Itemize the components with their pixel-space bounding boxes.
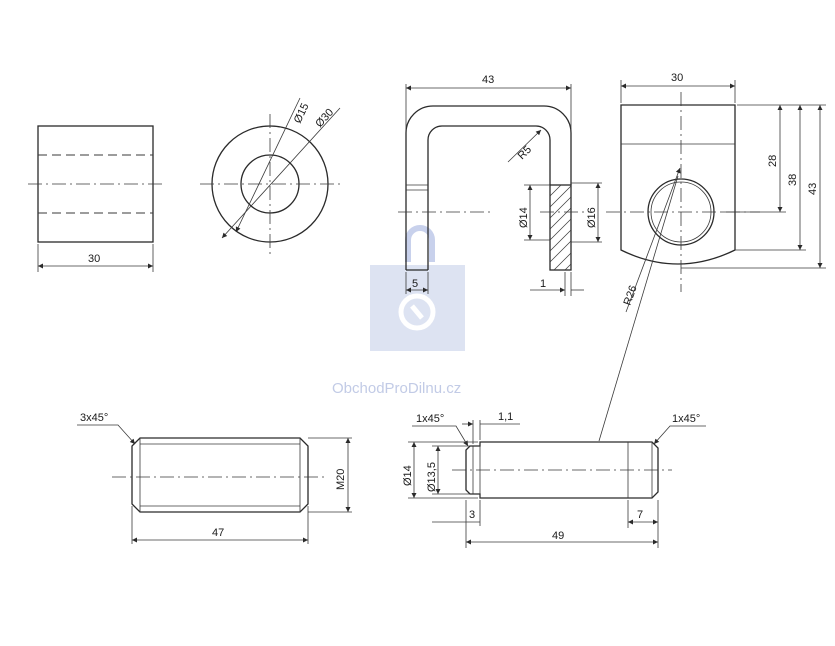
wrench-bag-icon [370, 225, 465, 351]
bracket-arc-height-label: 38 [787, 174, 799, 186]
bracket-width-label: 30 [671, 72, 683, 84]
ubolt-width-label: 43 [482, 74, 494, 86]
bracket-radius-label: R26 [622, 284, 640, 307]
pin-right-chamfer-label: 1x45° [672, 413, 700, 425]
pin-groove-width-label: 1,1 [498, 411, 513, 423]
ubolt-offset-label: 5 [412, 278, 418, 290]
spacer-outer-diameter-label: Ø30 [313, 107, 336, 130]
threaded-pin-chamfer-label: 3x45° [80, 412, 108, 424]
watermark-text: ObchodProDilnu.cz [332, 380, 461, 397]
ubolt-hole-diameter-label: Ø16 [586, 207, 598, 228]
pin-length-label: 49 [552, 530, 564, 542]
ubolt-thickness-label: 1 [540, 278, 546, 290]
bracket-hole-height-label: 28 [767, 155, 779, 167]
spacer-front-view: Ø15 Ø30 [200, 97, 341, 254]
threaded-pin-length-label: 47 [212, 527, 224, 539]
threaded-pin-view: 3x45° 47 M20 [77, 412, 352, 544]
bracket-height-label: 43 [807, 183, 819, 195]
pin-diameter-label: Ø14 [402, 465, 414, 486]
detail-leader-line [598, 175, 679, 442]
watermark: ObchodProDilnu.cz [332, 225, 465, 397]
spacer-length-label: 30 [88, 253, 100, 265]
spacer-inner-diameter-label: Ø15 [292, 101, 312, 125]
bracket-view: 30 28 38 43 R26 [606, 72, 826, 313]
pin-groove-diameter-label: Ø13,5 [426, 462, 438, 492]
pin-left-chamfer-label: 1x45° [416, 413, 444, 425]
ubolt-radius-label: R5 [516, 144, 534, 162]
spacer-side-view: 30 [28, 125, 165, 272]
plate-hatching [549, 184, 572, 271]
ubolt-view: 43 R5 Ø14 Ø16 5 1 [398, 74, 602, 296]
pin-groove-offset-label: 3 [469, 509, 475, 521]
pin-view: 1x45° 1,1 1x45° Ø14 Ø13,5 3 7 49 [402, 411, 706, 548]
pin-end-length-label: 7 [637, 509, 643, 521]
ubolt-rod-diameter-label: Ø14 [518, 207, 530, 228]
threaded-pin-thread-label: M20 [335, 469, 347, 490]
